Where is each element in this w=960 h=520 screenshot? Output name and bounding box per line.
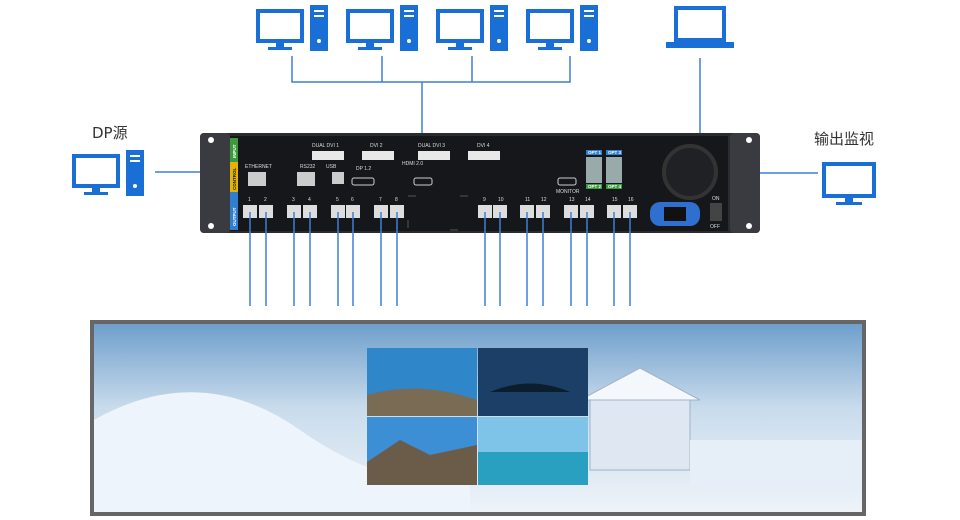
port-number: 8: [395, 197, 398, 203]
dp-source-label: DP源: [92, 124, 128, 142]
output-port-7: [374, 205, 388, 218]
port-number: 16: [628, 197, 634, 203]
power-switch[interactable]: [710, 203, 722, 221]
power-off-label: OFF: [710, 224, 720, 230]
fan-grille: [662, 144, 718, 200]
desktop-pc-icon: [436, 3, 510, 53]
output-monitor-label: 输出监视: [814, 130, 874, 148]
output-port-16: [623, 205, 637, 218]
video-processor-device: INPUT CONTROL OUTPUT DUAL DVI 1 DVI 2 DU…: [200, 133, 760, 233]
port-number: 10: [498, 197, 504, 203]
input-label: DVI 4: [477, 143, 490, 149]
output-port-14: [580, 205, 594, 218]
monitor-label: MONITOR: [556, 189, 580, 195]
opt-label: OPT 2: [588, 184, 602, 189]
output-port-10: [493, 205, 507, 218]
opt-label: OPT 3: [608, 150, 622, 155]
port-number: 12: [541, 197, 547, 203]
output-port-2: [259, 205, 273, 218]
section-tag-output: OUTPUT: [232, 207, 237, 226]
port-number: 1: [248, 197, 251, 203]
monitor-icon: [822, 162, 876, 205]
port-number: 5: [336, 197, 339, 203]
desktop-pc-icon: [256, 3, 330, 53]
port-number: 11: [525, 197, 530, 203]
desktop-pc-icon: [526, 3, 600, 53]
output-port-11: [520, 205, 534, 218]
output-port-4: [303, 205, 317, 218]
output-port-12: [536, 205, 550, 218]
output-port-3: [287, 205, 301, 218]
input-label: DUAL DVI 3: [418, 143, 445, 149]
optical-port: [606, 157, 622, 183]
output-port-8: [390, 205, 404, 218]
port-number: 14: [585, 197, 591, 203]
section-tag-input: INPUT: [232, 144, 237, 158]
monitor-port: [557, 177, 577, 186]
desktop-pc-icon: [72, 148, 146, 198]
port-number: 4: [308, 197, 311, 203]
output-port-15: [607, 205, 621, 218]
optical-port: [586, 157, 602, 183]
dp-label: DP 1.2: [356, 166, 371, 172]
rs232-port: [297, 172, 315, 186]
opt-label: OPT 1: [588, 150, 602, 155]
dp-port: [351, 177, 375, 186]
input-label: DVI 2: [370, 143, 383, 149]
usb-port: [332, 172, 344, 184]
output-port-9: [478, 205, 492, 218]
port-number: 15: [612, 197, 618, 203]
output-port-1: [243, 205, 257, 218]
port-number: 2: [264, 197, 267, 203]
port-number: 3: [292, 197, 295, 203]
output-port-13: [564, 205, 578, 218]
power-on-label: ON: [712, 196, 720, 202]
opt-label: OPT 4: [608, 184, 622, 189]
port-number: 9: [483, 197, 486, 203]
output-port-5: [331, 205, 345, 218]
rs232-label: RS232: [300, 164, 316, 170]
ethernet-label: ETHERNET: [245, 164, 272, 170]
section-tag-control: CONTROL: [232, 168, 237, 190]
laptop-icon: [666, 6, 734, 48]
output-port-6: [346, 205, 360, 218]
input-label: DUAL DVI 1: [312, 143, 339, 149]
inner-video-window: [367, 348, 588, 485]
port-number: 7: [379, 197, 382, 203]
hdmi-port: [413, 177, 433, 186]
hdmi-label: HDMI 2.0: [402, 161, 423, 167]
dvi-ports: [312, 151, 500, 160]
port-number: 6: [351, 197, 354, 203]
ethernet-port: [248, 172, 266, 186]
led-screen: [90, 320, 866, 516]
desktop-pc-icon: [346, 3, 420, 53]
usb-label: USB: [326, 164, 337, 170]
port-number: 13: [569, 197, 575, 203]
